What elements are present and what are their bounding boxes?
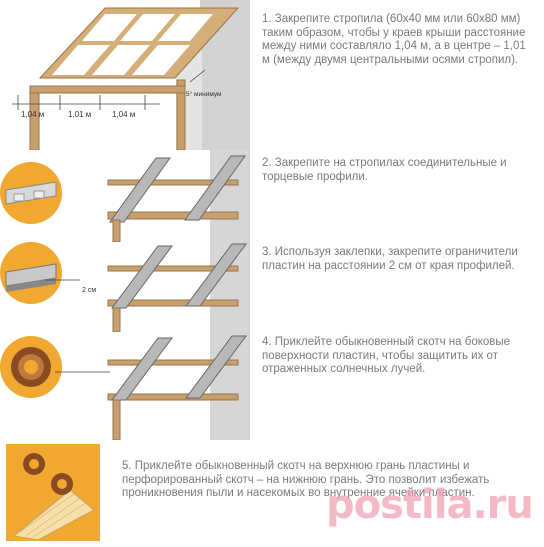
step-3: 2 см 3. Используя заклепки, закрепите ог… xyxy=(0,242,544,332)
step-5: 5. Приклейте обыкновенный скотч на верхн… xyxy=(0,440,544,547)
tape-edges-illustration xyxy=(6,444,100,541)
step-1-text: 1. Закрепите стропила (60х40 мм или 60х8… xyxy=(262,13,526,66)
profiles-illustration xyxy=(0,150,250,242)
dim-center-label: 1,01 м xyxy=(68,110,91,119)
step-2: 2. Закрепите на стропилах соединительные… xyxy=(0,150,544,242)
step-4-text: 4. Приклейте обыкновенный скотч на боков… xyxy=(262,336,511,375)
gap-label: 2 см xyxy=(82,287,96,294)
tape-sides-illustration xyxy=(0,332,250,440)
dim-right-label: 1,04 м xyxy=(112,110,135,119)
dim-left-label: 1,04 м xyxy=(21,110,44,119)
step-3-text: 3. Используя заклепки, закрепите огранич… xyxy=(262,246,518,272)
step-4: 4. Приклейте обыкновенный скотч на боков… xyxy=(0,332,544,440)
angle-label: 5° минимум xyxy=(186,90,222,98)
watermark: postila.ru xyxy=(326,482,534,528)
step-2-text: 2. Закрепите на стропилах соединительные… xyxy=(262,157,507,183)
rafter-frame-illustration: 1,04 м 1,01 м 1,04 м 5° минимум xyxy=(12,0,250,150)
step-1: 1,04 м 1,01 м 1,04 м 5° минимум 1. Закре… xyxy=(0,0,544,150)
limiters-illustration: 2 см xyxy=(0,242,250,332)
step-5-text: 5. Приклейте обыкновенный скотч на верхн… xyxy=(122,460,490,499)
